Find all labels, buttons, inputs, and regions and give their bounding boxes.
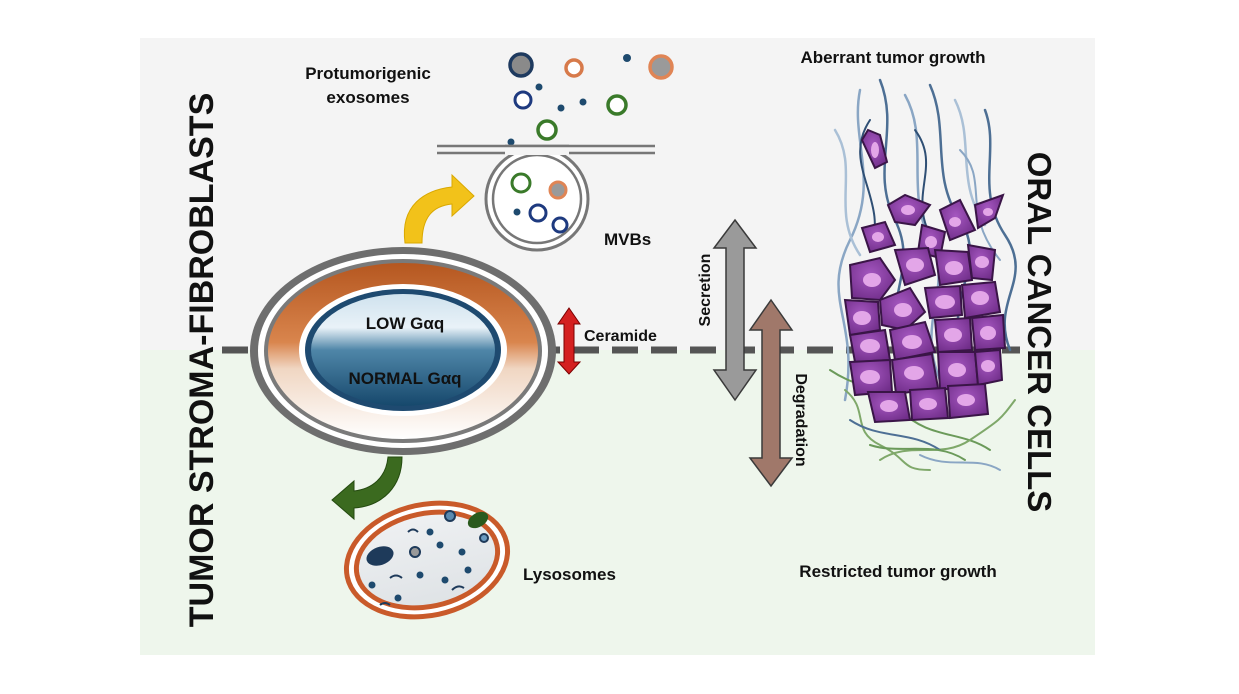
lysosomes-label: Lysosomes (523, 565, 616, 584)
degradation-pathway-arrow (331, 456, 403, 521)
low-gaq-label: LOW Gαq (366, 314, 444, 333)
exosome-vesicle-icon (507, 52, 674, 146)
right-vertical-title: ORAL CANCER CELLS (1021, 152, 1058, 513)
exosomes-label-line1: Protumorigenic (305, 64, 431, 83)
cancer-cell-icon (843, 128, 1007, 424)
degradation-arrow (748, 298, 794, 488)
normal-gaq-label: NORMAL Gαq (348, 369, 461, 388)
degradation-label: Degradation (792, 373, 809, 466)
lysosome-icon (343, 500, 511, 620)
restricted-growth-label: Restricted tumor growth (799, 562, 996, 581)
exosomes-label-line2: exosomes (326, 88, 409, 107)
secretion-label: Secretion (697, 254, 714, 327)
fibroblast-cell-icon (250, 247, 556, 455)
mvbs-label: MVBs (604, 230, 651, 249)
secretion-pathway-arrow (403, 173, 475, 244)
ceramide-label: Ceramide (584, 328, 657, 345)
mvb-icon (484, 144, 590, 252)
aberrant-growth-label: Aberrant tumor growth (800, 48, 985, 67)
secretion-arrow (712, 218, 758, 402)
ceramide-arrow (556, 307, 582, 375)
left-vertical-title: TUMOR STROMA-FIBROBLASTS (183, 93, 221, 628)
